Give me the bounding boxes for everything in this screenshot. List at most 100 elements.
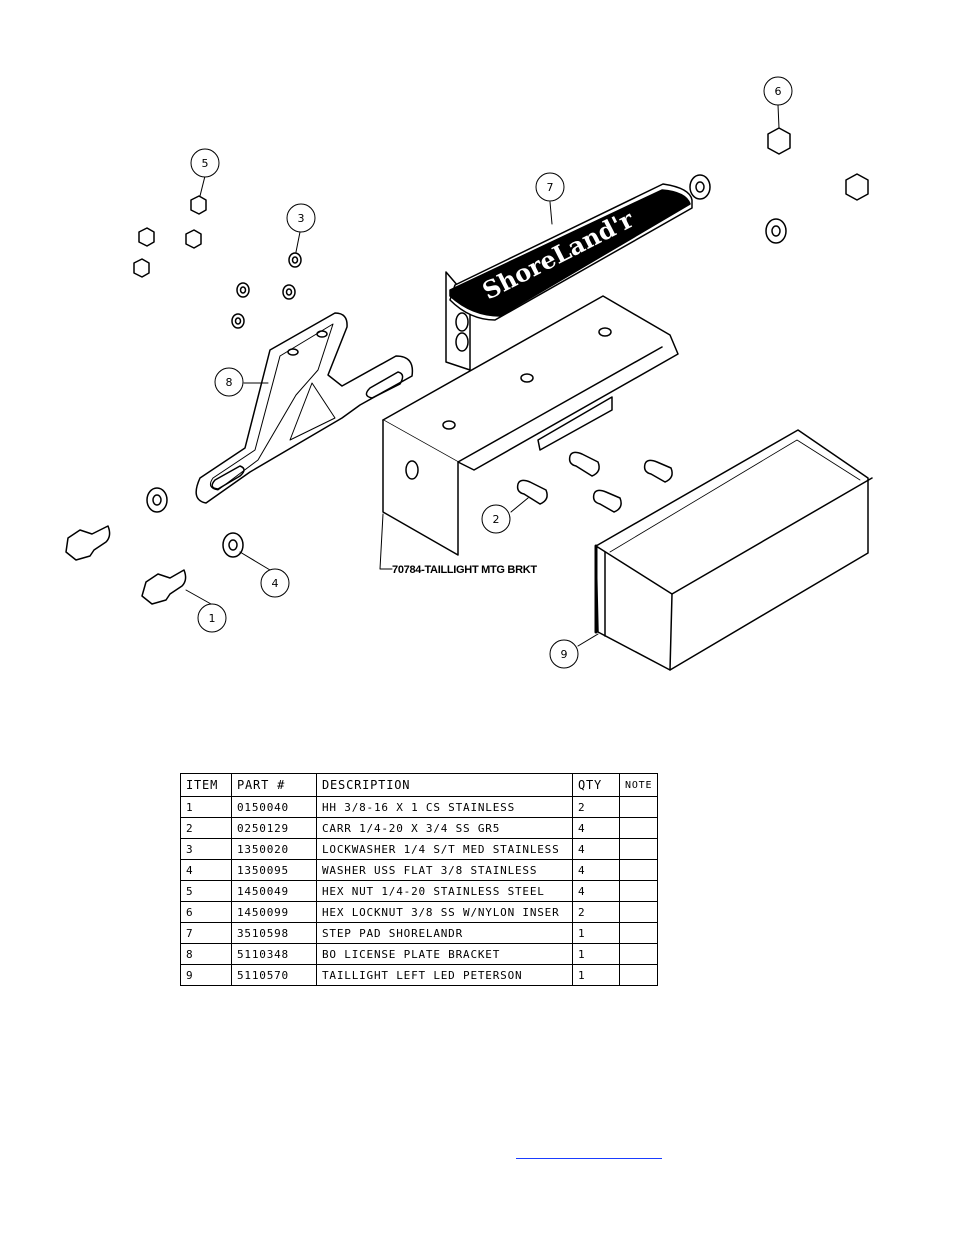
hex-nuts-part: [133, 127, 869, 278]
bom-cell-part: 1450099: [231, 901, 317, 923]
callout-circle: [260, 568, 290, 598]
bracket-part-label: 70784-TAILLIGHT MTG BRKT: [392, 564, 537, 576]
bom-cell-part: 5110348: [231, 943, 317, 965]
callout-circle: [214, 367, 244, 397]
bom-cell-description: LOCKWASHER 1/4 S/T MED STAINLESS: [316, 838, 573, 860]
bom-cell-qty: 4: [572, 817, 620, 839]
bom-cell-description: TAILLIGHT LEFT LED PETERSON: [316, 964, 573, 986]
bom-cell-qty: 1: [572, 943, 620, 965]
carriage-bolts-part: [516, 451, 673, 513]
bom-cell-description: HEX NUT 1/4-20 STAINLESS STEEL: [316, 880, 573, 902]
bom-cell-item: 8: [180, 943, 232, 965]
callout-number: 9: [561, 648, 568, 661]
bom-cell-note: [618, 901, 659, 923]
callout-2: 2: [481, 504, 511, 534]
bom-header-item: ITEM: [180, 773, 232, 797]
callout-circle: [763, 76, 793, 106]
bom-cell-note: [618, 796, 659, 818]
bom-cell-description: BO LICENSE PLATE BRACKET: [316, 943, 573, 965]
bom-cell-description: HH 3/8-16 X 1 CS STAINLESS: [316, 796, 573, 818]
bom-cell-qty: 1: [572, 964, 620, 986]
bom-cell-item: 2: [180, 817, 232, 839]
bom-cell-item: 4: [180, 859, 232, 881]
bom-cell-part: 0150040: [231, 796, 317, 818]
callout-7: 7: [535, 172, 565, 202]
callout-5: 5: [190, 148, 220, 178]
bom-cell-qty: 2: [572, 901, 620, 923]
hex-bolts-part: [65, 525, 187, 605]
callout-circle: [481, 504, 511, 534]
bom-cell-part: 1450049: [231, 880, 317, 902]
bom-cell-item: 3: [180, 838, 232, 860]
callout-number: 8: [226, 376, 233, 389]
exploded-assembly-drawing: ShoreLand'r 1 2 3 4 5 6 7 8 9 70784-TAILLIGHT MT…: [65, 76, 873, 671]
bom-cell-part: 0250129: [231, 817, 317, 839]
callout-6: 6: [763, 76, 793, 106]
taillight-part: [594, 429, 873, 671]
bom-header-row: ITEM PART # DESCRIPTION QTY NOTE: [180, 773, 659, 797]
license-plate-bracket-part: [195, 312, 414, 504]
step-pad-part: [445, 183, 693, 371]
callout-4: 4: [260, 568, 290, 598]
callout-9: 9: [549, 639, 579, 669]
bom-cell-item: 5: [180, 880, 232, 902]
callout-number: 1: [209, 612, 216, 625]
bom-cell-qty: 4: [572, 838, 620, 860]
bom-cell-note: [618, 838, 659, 860]
bom-cell-qty: 2: [572, 796, 620, 818]
callout-number: 3: [298, 212, 305, 225]
bom-cell-description: WASHER USS FLAT 3/8 STAINLESS: [316, 859, 573, 881]
bom-cell-description: HEX LOCKNUT 3/8 SS W/NYLON INSER: [316, 901, 573, 923]
callout-number: 5: [202, 157, 209, 170]
callout-8: 8: [214, 367, 244, 397]
leader-lines: [185, 104, 780, 647]
callout-number: 2: [493, 513, 500, 526]
callout-balloons: 1 2 3 4 5 6 7 8 9: [190, 76, 793, 669]
callout-circle: [286, 203, 316, 233]
bom-header-qty: QTY: [572, 773, 620, 797]
callout-number: 6: [775, 85, 782, 98]
step-pad-logo: ShoreLand'r: [478, 204, 639, 305]
bom-cell-part: 3510598: [231, 922, 317, 944]
bom-cell-item: 1: [180, 796, 232, 818]
taillight-mounting-bracket-part: [382, 295, 679, 556]
bom-cell-item: 7: [180, 922, 232, 944]
bom-cell-note: [618, 964, 659, 986]
bom-cell-part: 5110570: [231, 964, 317, 986]
washers-part: [146, 174, 787, 558]
bom-cell-note: [618, 817, 659, 839]
bom-cell-note: [618, 880, 659, 902]
callout-3: 3: [286, 203, 316, 233]
callout-circle: [549, 639, 579, 669]
bom-cell-note: [618, 922, 659, 944]
bom-cell-description: STEP PAD SHORELANDR: [316, 922, 573, 944]
callout-number: 4: [272, 577, 279, 590]
bom-cell-qty: 1: [572, 922, 620, 944]
bom-header-description: DESCRIPTION: [316, 773, 573, 797]
bom-cell-item: 6: [180, 901, 232, 923]
footer-link-underline[interactable]: [516, 1158, 662, 1159]
bom-cell-note: [618, 943, 659, 965]
bom-cell-part: 1350095: [231, 859, 317, 881]
callout-circle: [535, 172, 565, 202]
bom-header-part: PART #: [231, 773, 317, 797]
bom-cell-note: [618, 859, 659, 881]
bom-cell-part: 1350020: [231, 838, 317, 860]
callout-number: 7: [547, 181, 554, 194]
bom-cell-item: 9: [180, 964, 232, 986]
callout-circle: [197, 603, 227, 633]
bom-cell-qty: 4: [572, 880, 620, 902]
callout-circle: [190, 148, 220, 178]
bom-cell-description: CARR 1/4-20 X 3/4 SS GR5: [316, 817, 573, 839]
bom-cell-qty: 4: [572, 859, 620, 881]
bom-header-note: NOTE: [618, 773, 659, 797]
